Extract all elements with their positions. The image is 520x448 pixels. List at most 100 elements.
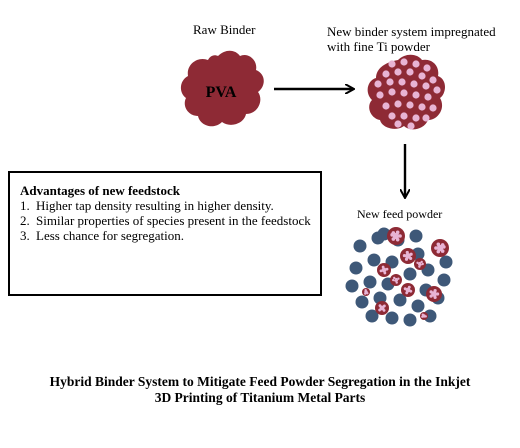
ti-particle [388, 112, 396, 120]
cluster-ti-particle [436, 249, 441, 254]
cluster-ti-particle [418, 265, 421, 268]
binder-cluster [362, 288, 370, 296]
binder-cluster [414, 258, 426, 270]
ti-particle [422, 82, 430, 90]
cluster-ti-particle [420, 260, 423, 264]
cluster-ti-particle [407, 285, 411, 289]
advantage-text: Similar properties of species present in… [36, 213, 311, 228]
cluster-ti-particle [402, 253, 407, 258]
ti-particle [386, 78, 394, 86]
cluster-ti-particle [433, 291, 437, 295]
new-feed-powder-mixture [345, 227, 453, 327]
cluster-ti-particle [406, 255, 410, 259]
ti-particle [376, 91, 384, 99]
ti-particle [407, 122, 415, 130]
new-binder-system-label-line-2: with fine Ti powder [327, 39, 430, 54]
cluster-ti-particle [385, 267, 389, 271]
cluster-ti-particle [392, 278, 395, 282]
ti-particle [418, 103, 426, 111]
cluster-ti-particle [436, 292, 440, 296]
cluster-ti-particle [366, 292, 369, 295]
new-binder-system-label: New binder system impregnated with fine … [327, 24, 496, 54]
ti-particle [412, 91, 420, 99]
cluster-ti-particle [416, 261, 419, 265]
advantage-text: Higher tap density resulting in higher d… [36, 198, 274, 213]
ti-particle [423, 64, 431, 72]
cluster-ti-particle [393, 276, 396, 280]
cluster-ti-particle [409, 289, 413, 293]
ti-particle [422, 114, 430, 122]
ti-particle [394, 120, 402, 128]
ti-particle [382, 102, 390, 110]
ti-particle [394, 68, 402, 76]
binder-cluster [401, 283, 415, 297]
feed-sphere [355, 295, 369, 309]
feed-sphere [363, 275, 377, 289]
advantage-number: 1. [20, 198, 30, 213]
feed-sphere [437, 273, 451, 287]
advantage-item: 2.Similar properties of species present … [20, 213, 312, 228]
feed-sphere [349, 261, 363, 275]
figure-caption: Hybrid Binder System to Mitigate Feed Po… [0, 374, 520, 406]
new-feed-powder-label: New feed powder [357, 207, 443, 221]
binder-cluster [377, 263, 391, 277]
feed-sphere [385, 311, 399, 325]
ti-particle [382, 70, 390, 78]
cluster-ti-particle [379, 306, 383, 310]
cluster-ti-particle [379, 269, 383, 273]
pva-label: PVA [206, 84, 237, 101]
cluster-ti-particle [381, 265, 385, 269]
cluster-ti-particle [398, 234, 402, 238]
caption-line-2: 3D Printing of Titanium Metal Parts [154, 390, 366, 405]
feed-sphere [423, 309, 437, 323]
cluster-ti-particle [397, 277, 400, 280]
ti-particle [410, 80, 418, 88]
advantage-text: Less chance for segregation. [36, 228, 184, 243]
cluster-ti-particle [395, 281, 398, 284]
feed-sphere [439, 255, 453, 269]
ti-particle [400, 112, 408, 120]
advantage-item: 3. Less chance for segregation. [20, 228, 312, 243]
cluster-ti-particle [383, 267, 386, 271]
advantage-number: 3. [20, 228, 30, 243]
advantages-title: Advantages of new feedstock [20, 183, 180, 198]
raw-binder-blob: PVA [180, 50, 264, 127]
ti-particle [412, 60, 420, 68]
feed-sphere [367, 253, 381, 267]
advantages-box: Advantages of new feedstock 1. Higher tap… [8, 171, 322, 296]
feed-sphere [353, 239, 367, 253]
feed-sphere [409, 229, 423, 243]
cluster-ti-particle [422, 315, 426, 318]
ti-particle [424, 93, 432, 101]
cluster-ti-particle [392, 234, 397, 239]
binder-cluster [426, 286, 442, 302]
ti-particle [429, 104, 437, 112]
new-binder-system-label-line-1: New binder system impregnated [327, 24, 496, 39]
feed-sphere [403, 267, 417, 281]
ti-particle [429, 76, 437, 84]
cluster-ti-particle [378, 308, 382, 312]
ti-particle [400, 89, 408, 97]
ti-particle [433, 86, 441, 94]
cluster-ti-particle [403, 287, 407, 291]
cluster-ti-particle [394, 279, 397, 282]
advantages-list: 1. Higher tap density resulting in higher… [20, 198, 312, 243]
cluster-ti-particle [390, 233, 394, 237]
feed-sphere [365, 309, 379, 323]
ti-particle [400, 58, 408, 66]
cluster-ti-particle [421, 262, 424, 266]
feed-sphere [393, 293, 407, 307]
cluster-ti-particle [433, 288, 437, 293]
ti-particle [398, 78, 406, 86]
cluster-ti-particle [382, 304, 386, 308]
cluster-ti-particle [406, 289, 410, 293]
cluster-ti-particle [405, 291, 409, 295]
binder-cluster [431, 239, 449, 257]
cluster-ti-particle [429, 290, 433, 294]
ti-particle [412, 114, 420, 122]
ti-particle [406, 101, 414, 109]
caption-line-1: Hybrid Binder System to Mitigate Feed Po… [49, 374, 471, 389]
binder-cluster [400, 248, 416, 264]
cluster-ti-particle [409, 256, 413, 261]
